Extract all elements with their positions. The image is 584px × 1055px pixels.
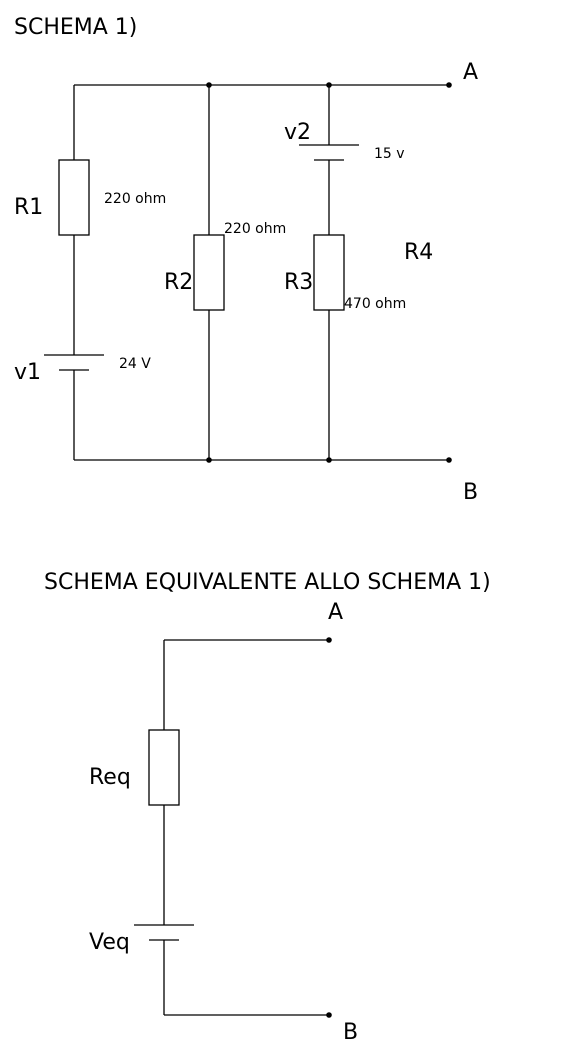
eq-terminal-b-label: B <box>343 1020 358 1045</box>
v2-name: v2 <box>284 120 311 145</box>
r2-resistor <box>193 234 225 311</box>
node-bottom-mid <box>206 457 212 463</box>
r2-value: 220 ohm <box>224 221 286 237</box>
r3-resistor <box>313 234 345 311</box>
terminal-a-label: A <box>463 60 478 85</box>
node-top-mid <box>206 82 212 88</box>
node-bottom-right <box>326 457 332 463</box>
r1-name: R1 <box>14 195 43 220</box>
req-resistor <box>148 729 180 806</box>
v2-value: 15 v <box>374 146 405 162</box>
veq-name: Veq <box>89 930 130 955</box>
terminal-b-node <box>446 457 452 463</box>
r4-name: R4 <box>404 240 433 265</box>
schema-2-title: SCHEMA EQUIVALENTE ALLO SCHEMA 1) <box>44 570 491 595</box>
r3-name: R3 <box>284 270 313 295</box>
v1-value: 24 V <box>119 356 151 372</box>
schema-2: SCHEMA EQUIVALENTE ALLO SCHEMA 1) A B Re… <box>44 570 491 1045</box>
eq-terminal-b-node <box>326 1012 332 1018</box>
eq-terminal-a-label: A <box>328 600 343 625</box>
r1-resistor <box>58 159 90 236</box>
r2-name: R2 <box>164 270 193 295</box>
schema-1-title: SCHEMA 1) <box>14 15 137 40</box>
v1-name: v1 <box>14 360 41 385</box>
terminal-b-label: B <box>463 480 478 505</box>
eq-terminal-a-node <box>326 637 332 643</box>
req-name: Req <box>89 765 131 790</box>
terminal-a-node <box>446 82 452 88</box>
r1-value: 220 ohm <box>104 191 166 207</box>
node-top-right <box>326 82 332 88</box>
schema-1: SCHEMA 1) A B R1 220 ohm v1 <box>14 15 478 505</box>
r3-value: 470 ohm <box>344 296 406 312</box>
